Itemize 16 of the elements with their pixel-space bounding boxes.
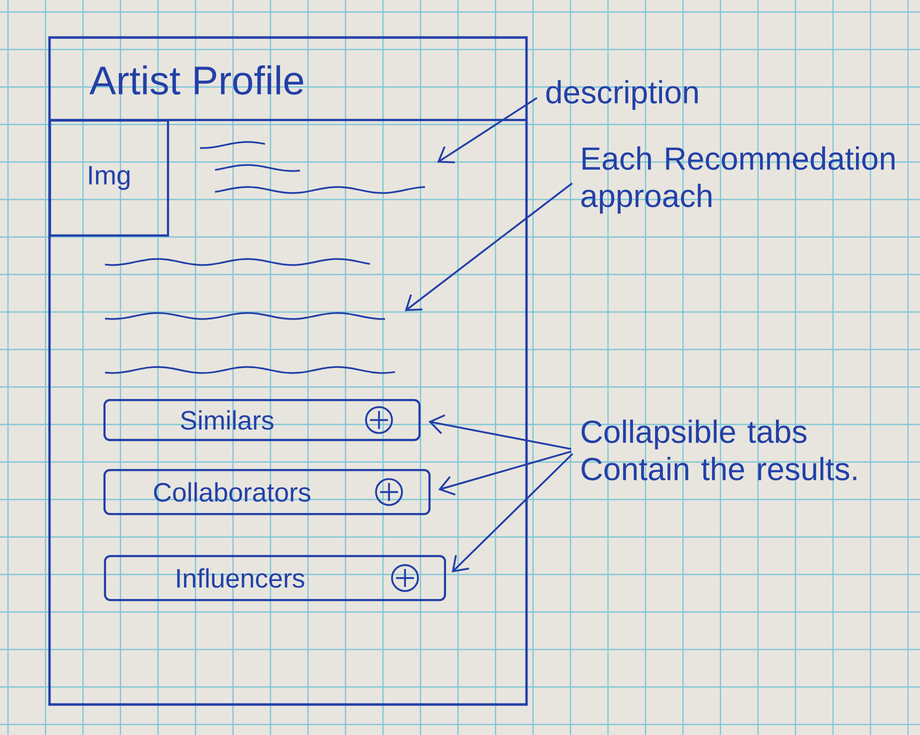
annotation-text: Collapsible tabs Contain the results. [582, 420, 856, 480]
annotation-text: description [546, 80, 698, 110]
heading-text: Artist Profile [89, 65, 304, 95]
image-box: Img [48, 119, 170, 237]
annotation-text: Each Recommedation approach [581, 146, 894, 214]
placeholder-lines-drawing [104, 258, 396, 374]
leader-arrow [437, 97, 538, 164]
leader-arrow [404, 182, 573, 312]
screen-frame [48, 36, 528, 706]
collapsible-tab: Influencers [104, 554, 446, 602]
collapsible-tab: Similars [103, 398, 421, 442]
placeholder-lines-drawing [200, 141, 426, 194]
collapsible-tab: Collaborators [103, 468, 431, 516]
leader-arrow [452, 453, 574, 572]
leader-arrow [428, 414, 572, 450]
leader-arrow [438, 450, 572, 496]
